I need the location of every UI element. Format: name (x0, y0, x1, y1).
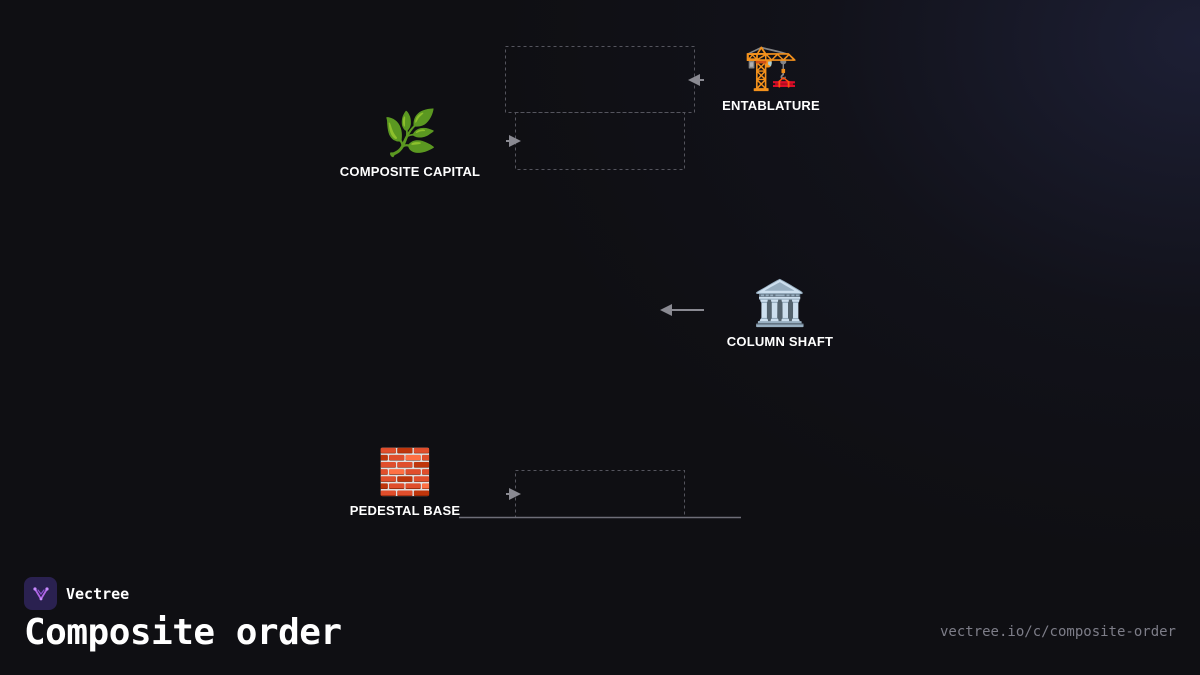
node-label: ENTABLATURE (722, 98, 820, 113)
brand-name: Vectree (66, 584, 130, 603)
source-url[interactable]: vectree.io/c/composite-order (939, 624, 1176, 640)
base-group-box (515, 470, 685, 518)
node-label: COMPOSITE CAPITAL (339, 164, 481, 179)
construction-crane-icon: 🏗️ (743, 43, 799, 92)
pedestal-base-connector (506, 488, 521, 500)
node-entablature: 🏗️ ENTABLATURE (681, 42, 861, 113)
entablature-group-box (505, 46, 695, 113)
capital-group-box (515, 112, 685, 170)
node-pedestal-base: 🧱 PEDESTAL BASE (315, 447, 495, 518)
vectree-logo-icon (24, 577, 57, 610)
node-label: PEDESTAL BASE (349, 503, 461, 518)
node-composite-capital: 🌿 COMPOSITE CAPITAL (320, 108, 500, 179)
node-label: COLUMN SHAFT (726, 334, 834, 349)
herb-leaf-icon: 🌿 (382, 109, 438, 158)
page-title: Composite order (24, 612, 342, 653)
entablature-connector (688, 74, 704, 86)
column-shaft-connector (660, 304, 704, 316)
brand: Vectree (24, 577, 129, 610)
classical-building-icon: 🏛️ (752, 279, 808, 328)
composite-capital-connector (506, 135, 521, 147)
brick-icon: 🧱 (377, 448, 433, 497)
node-column-shaft: 🏛️ COLUMN SHAFT (690, 278, 870, 349)
